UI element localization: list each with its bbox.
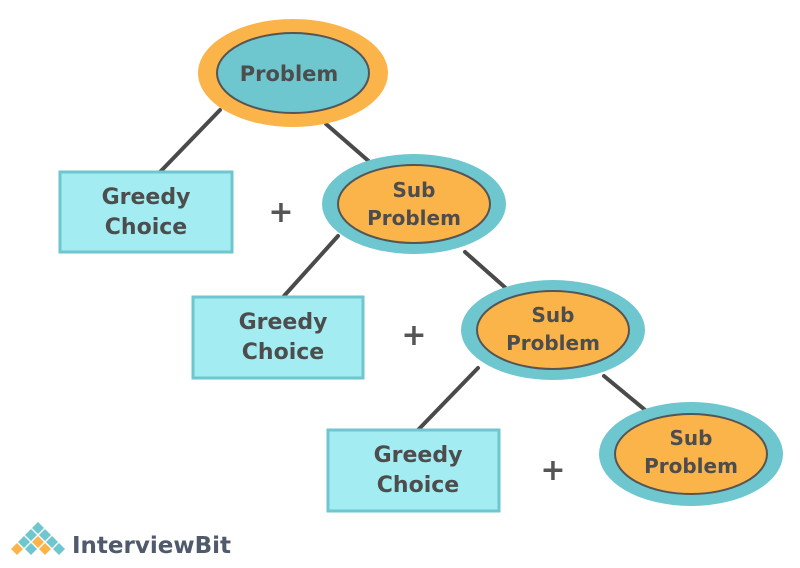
- sub-problem-1-line1: Sub: [393, 178, 436, 202]
- edge-root-sub-1: [324, 122, 374, 166]
- plus-sign-3: +: [540, 453, 565, 488]
- greedy-choice-box-1: Greedy Choice: [58, 170, 234, 254]
- edge-root-choice-1: [158, 108, 222, 174]
- greedy-choice-box-3: Greedy Choice: [326, 428, 501, 513]
- sub-problem-3-line2: Problem: [644, 454, 738, 478]
- edge-sub1-sub-2: [463, 250, 510, 292]
- sub-problem-2-line2: Problem: [506, 331, 600, 355]
- greedy-choice-1-line1: Greedy: [102, 185, 191, 210]
- greedy-choice-3-line2: Choice: [377, 473, 459, 498]
- sub-problem-node-2: Sub Problem: [461, 280, 645, 380]
- sub-problem-1-line2: Problem: [367, 206, 461, 230]
- interviewbit-logo: InterviewBit: [11, 522, 231, 559]
- logo-mark-icon: [11, 522, 65, 555]
- sub-problem-3-line1: Sub: [670, 426, 713, 450]
- edge-sub1-choice-2: [282, 234, 340, 298]
- sub-problem-node-3: Sub Problem: [599, 402, 783, 506]
- sub-problem-2-line1: Sub: [532, 303, 575, 327]
- greedy-choice-1-line2: Choice: [105, 215, 187, 240]
- plus-sign-2: +: [401, 318, 426, 353]
- root-problem-node: Problem: [198, 19, 388, 127]
- edge-sub2-choice-3: [416, 366, 480, 432]
- greedy-choice-2-line1: Greedy: [239, 310, 328, 335]
- greedy-choice-3-line1: Greedy: [374, 443, 463, 468]
- connector-lines: [158, 108, 652, 432]
- logo-wordmark: InterviewBit: [72, 533, 231, 559]
- greedy-choice-2-line2: Choice: [242, 340, 324, 365]
- root-problem-label: Problem: [240, 62, 339, 86]
- greedy-choice-box-2: Greedy Choice: [191, 295, 365, 380]
- sub-problem-node-1: Sub Problem: [322, 154, 506, 254]
- plus-sign-1: +: [268, 195, 293, 230]
- edge-sub2-sub-3: [602, 374, 652, 416]
